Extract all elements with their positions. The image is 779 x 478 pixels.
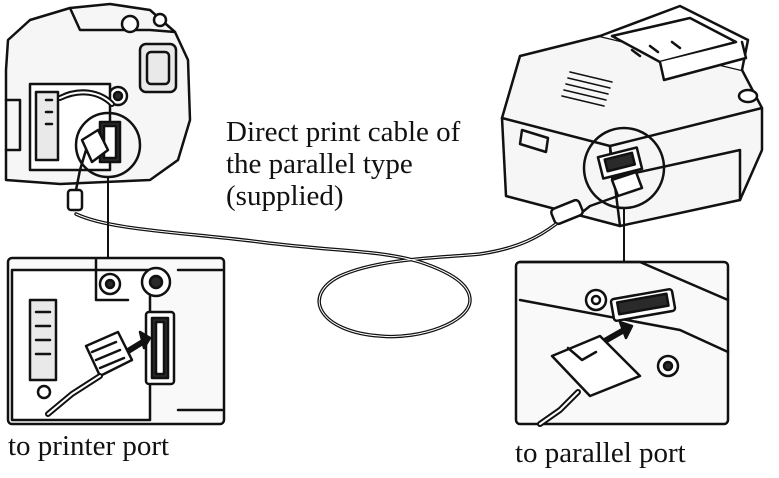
parallel-port-caption: to parallel port [515, 437, 686, 469]
callout-lines [107, 177, 625, 263]
camera-illustration [4, 2, 192, 212]
printer-illustration [500, 4, 764, 228]
cable-label-line-1: Direct print cable of [226, 116, 461, 148]
printer-port-caption: to printer port [8, 430, 170, 462]
printer-port-detail [6, 256, 226, 426]
parallel-port-detail [514, 260, 730, 427]
cable-label-line-2: the parallel type [226, 148, 413, 180]
cable-label: Direct print cable of the parallel type … [226, 116, 460, 212]
parallel-cable [74, 212, 558, 339]
cable-label-line-3: (supplied) [226, 180, 344, 212]
